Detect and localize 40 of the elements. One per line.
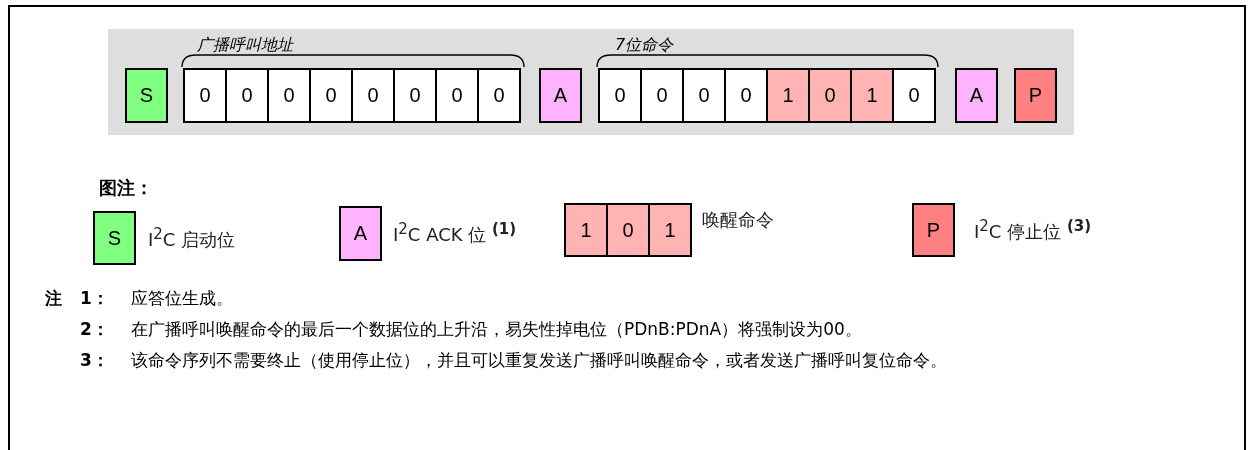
bit-box: 0 (393, 68, 437, 123)
legend-text: I$^{2}$C 停止位 $^{(3)}$ (974, 217, 1092, 244)
legend-text: I$^{2}$C 启动位 (148, 225, 236, 252)
bit-box: 1 (850, 68, 894, 123)
ack-bit-box: A (955, 68, 998, 123)
start-bit-box: S (125, 68, 168, 123)
note-text: 该命令序列不需要终止（使用停止位），并且可以重复发送广播呼叫唤醒命令，或者发送广播呼叫复位命令。 (131, 349, 948, 372)
bit-box: 0 (267, 68, 311, 123)
bit-box: 0 (225, 68, 269, 123)
bit-box: 0 (477, 68, 521, 123)
bit-box: 0 (309, 68, 353, 123)
ack-bit-box: A (339, 206, 382, 261)
note-text: 应答位生成。 (131, 287, 234, 310)
stop-bit-box: P (912, 203, 955, 257)
legend-heading: 图注： (99, 176, 153, 200)
bit-box: 0 (606, 203, 650, 257)
bit-box: 0 (183, 68, 227, 123)
bit-box: 0 (640, 68, 684, 123)
note-number: 3： (80, 349, 109, 372)
bit-box: 0 (682, 68, 726, 123)
bracket-label: 广播呼叫地址 (197, 34, 293, 56)
bit-box: 0 (808, 68, 852, 123)
legend-text: I$^{2}$C ACK 位 $^{(1)}$ (393, 220, 517, 247)
note-number: 1： (80, 287, 109, 310)
bit-box: 0 (724, 68, 768, 123)
note-heading: 注 (45, 287, 62, 310)
bracket-label: 7位命令 (615, 34, 674, 56)
note-number: 2： (80, 318, 109, 341)
bit-box: 1 (766, 68, 810, 123)
bit-box: 0 (598, 68, 642, 123)
note-text: 在广播呼叫唤醒命令的最后一个数据位的上升沿，易失性掉电位（PDnB:PDnA）将强制设为00。 (131, 318, 863, 341)
bit-box: 1 (648, 203, 692, 257)
start-bit-box: S (93, 211, 136, 265)
bit-box: 0 (435, 68, 479, 123)
bit-box: 0 (351, 68, 395, 123)
bit-box: 0 (892, 68, 936, 123)
bit-box: 1 (564, 203, 608, 257)
stop-bit-box: P (1014, 68, 1057, 123)
legend-text: 唤醒命令 (702, 208, 774, 232)
ack-bit-box: A (539, 68, 582, 123)
